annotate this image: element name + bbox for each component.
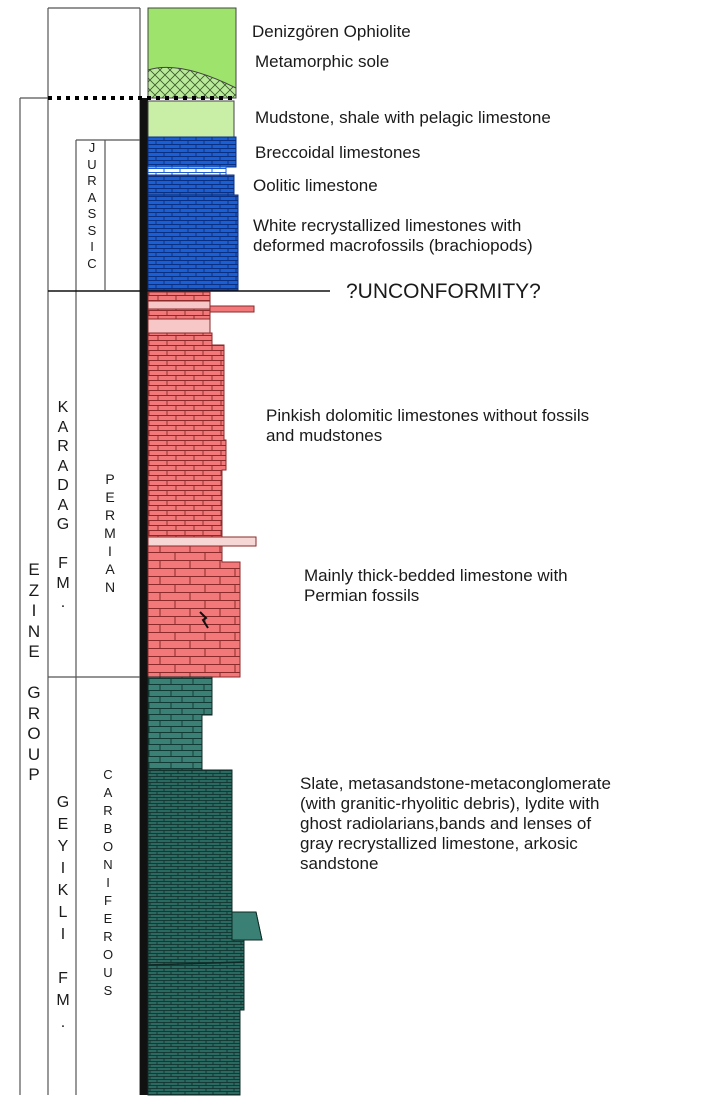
slate-bedding-line [147, 961, 245, 966]
metamorphic-sole-layer [147, 66, 237, 99]
mudstone-layer [147, 100, 235, 138]
white-limestone-layer [147, 194, 239, 291]
oolitic-label: Oolitic limestone [253, 176, 378, 195]
pinkish-dolomite-label: Pinkish dolomitic limestones without fos… [266, 406, 590, 445]
slate-label: Slate, metasandstone-metaconglomerate (w… [300, 774, 611, 873]
permian-thin-bed-1 [147, 291, 211, 302]
ophiolite-label: Denizgören Ophiolite [252, 22, 411, 41]
breccoidal-layer [147, 136, 237, 168]
slate-lens [231, 911, 263, 941]
white-band-layer [147, 166, 227, 176]
permian-tongue [209, 305, 255, 313]
metamorphic-sole-label: Metamorphic sole [255, 52, 390, 71]
column-edge [140, 98, 148, 1095]
breccoidal-label: Breccoidal limestones [255, 143, 421, 162]
thick-bedded-label: Mainly thick-bedded limestone with Permi… [304, 566, 568, 605]
fossil-symbol [199, 611, 209, 629]
permian-thin-bed-3 [147, 308, 211, 320]
carboniferous-upper-layer [147, 676, 213, 771]
white-limestone-label: White recrystallized limestones with def… [253, 216, 533, 255]
oolitic-layer [147, 174, 235, 196]
permian-thin-bed-4 [147, 318, 211, 334]
thick-bedded-layer [147, 545, 241, 678]
mudstone-label: Mudstone, shale with pelagic limestone [255, 108, 551, 127]
unconformity-label: ?UNCONFORMITY? [346, 280, 541, 303]
pinkish-dolomite-layer [147, 332, 227, 538]
permian-light-band [147, 536, 257, 547]
permian-thin-bed-2 [147, 300, 211, 310]
